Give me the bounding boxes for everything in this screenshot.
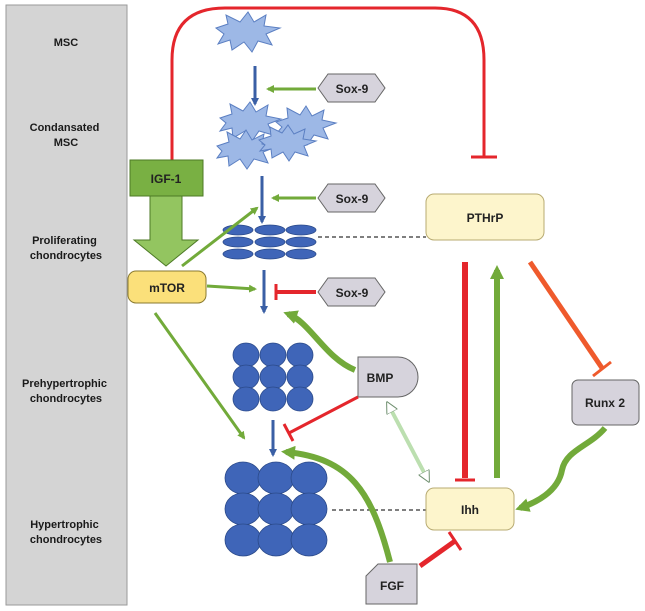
mtor-to-hypertrophy-step-arrow (206, 284, 257, 293)
bmp-inhibition-line (288, 395, 359, 435)
bmp-label: BMP (367, 371, 394, 385)
fgf-ihh-inhibition-bar (447, 531, 463, 551)
hypertrophic-cell (224, 523, 262, 557)
stage-label-hypertrophic: Hypertrophic chondrocytes (30, 519, 102, 546)
proliferating-cells (222, 224, 317, 260)
hypertrophic-cell (290, 523, 328, 557)
igf1-box (129, 159, 204, 197)
pthrp-runx2-inhibition-bar (592, 360, 612, 378)
igf1-mtor-arrow (132, 195, 200, 267)
prehypertrophic-cell (232, 386, 260, 412)
msc-cell (214, 11, 282, 53)
mtor-label: mTOR (149, 281, 185, 295)
hypertrophic-cell (257, 492, 295, 526)
prehypertrophic-cell (259, 364, 287, 390)
bmp-activation-arrow (283, 310, 357, 373)
proliferating-cell (222, 236, 254, 248)
runx2-label: Runx 2 (585, 396, 625, 410)
prehypertrophic-cell (286, 386, 314, 412)
proliferating-cell (222, 248, 254, 260)
proliferating-cell (285, 224, 317, 236)
sox9-label-bottom: Sox-9 (336, 286, 369, 300)
stage-panel (5, 4, 128, 606)
sox9-label-top: Sox-9 (336, 82, 369, 96)
condensed-msc-cell (218, 101, 283, 142)
fgf-ihh-inhibition-line (418, 538, 457, 569)
runx2-ihh-activation-arrow (515, 425, 608, 512)
stage-label-line: Hypertrophic (30, 519, 98, 531)
stage-label-line: chondrocytes (30, 250, 102, 262)
hypertrophic-cells (224, 461, 328, 557)
hypertrophic-cell (257, 461, 295, 495)
prehypertrophic-cell (232, 342, 260, 368)
hypertrophic-cell (257, 523, 295, 557)
fgf-activation-arrow (281, 445, 393, 563)
bmp-node (357, 356, 419, 398)
fgf-label: FGF (380, 579, 404, 593)
stage-label-proliferating: Proliferating chondrocytes (30, 235, 102, 262)
hypertrophic-cell (290, 492, 328, 526)
stage-label-line: MSC (54, 37, 79, 49)
prehypertrophic-cell (286, 342, 314, 368)
mtor-to-hypertrophic-arrow (153, 312, 246, 440)
proliferating-cell (254, 224, 286, 236)
pthrp-box (425, 193, 545, 241)
runx2-box (571, 379, 640, 426)
condensed-msc-cell (257, 124, 318, 162)
sox9-node-mid (317, 183, 386, 213)
stage-label-line: Condansated (30, 122, 100, 134)
stage-label-line: Prehypertrophic (22, 378, 107, 390)
pthrp-label: PTHrP (467, 211, 504, 225)
stage-label-msc: MSC (54, 37, 79, 49)
sox9-node-top (317, 73, 386, 103)
hypertrophic-cell (224, 492, 262, 526)
bmp-ihh-bidirectional-arrow (388, 404, 428, 480)
stage-label-condensated-msc: Condansated MSC (30, 122, 103, 149)
ihh-box (425, 487, 515, 531)
prehypertrophic-cell (232, 364, 260, 390)
proliferating-cell (285, 236, 317, 248)
prehypertrophic-cells (232, 342, 314, 412)
bmp-inhibition-bar (282, 423, 295, 442)
hypertrophic-cell (224, 461, 262, 495)
stage-label-line: chondrocytes (30, 393, 102, 405)
proliferating-cell (285, 248, 317, 260)
prehypertrophic-cell (286, 364, 314, 390)
mtor-to-proliferation-arrow (181, 206, 259, 268)
prehypertrophic-cell (259, 386, 287, 412)
pthrp-runx2-inhibition-line (527, 260, 605, 370)
stage-label-line: chondrocytes (30, 534, 102, 546)
proliferating-cell (254, 236, 286, 248)
mtor-box (127, 270, 207, 304)
hypertrophic-cell (290, 461, 328, 495)
proliferating-cell (254, 248, 286, 260)
igf1-label: IGF-1 (151, 172, 182, 186)
prehypertrophic-cell (259, 342, 287, 368)
fgf-node (365, 563, 418, 605)
sox9-label-mid: Sox-9 (336, 192, 369, 206)
stage-label-line: MSC (54, 137, 79, 149)
stage-label-line: Proliferating (32, 235, 97, 247)
igf1-pthrp-inhibition-arc (170, 6, 486, 160)
ihh-label: Ihh (461, 503, 479, 517)
sox9-node-bottom (317, 277, 386, 307)
stage-label-prehypertrophic: Prehypertrophic chondrocytes (22, 378, 110, 405)
